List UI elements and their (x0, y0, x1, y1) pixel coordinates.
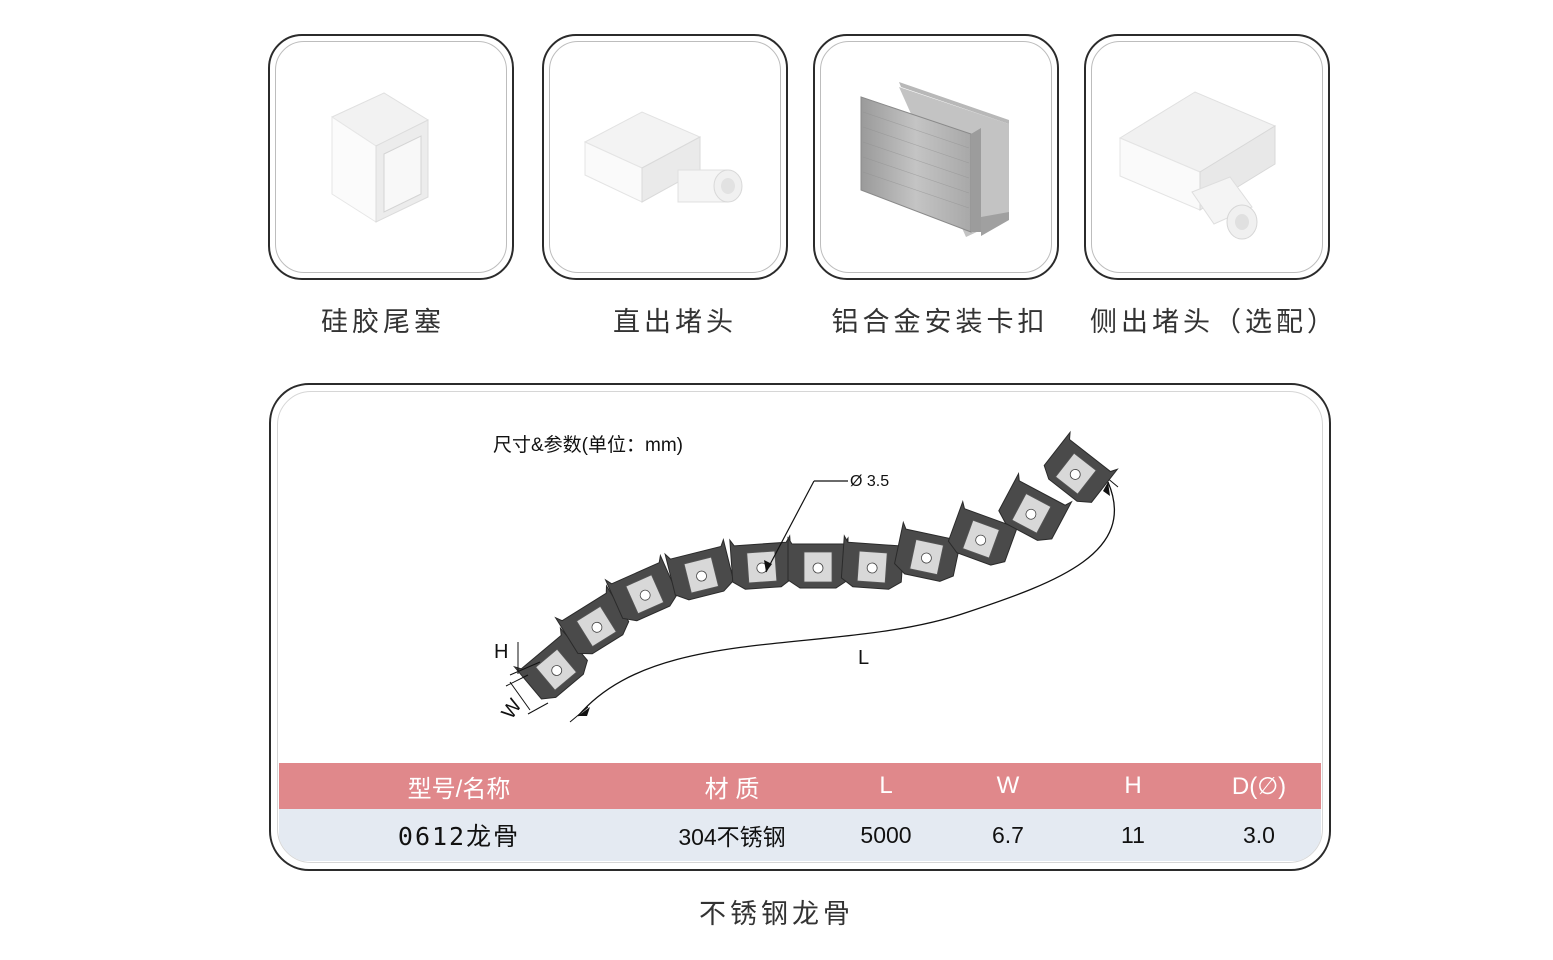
spec-table-header-row: 型号/名称 材 质 L W H D(∅) (279, 763, 1321, 809)
cell-model: 0612龙骨 (279, 809, 639, 861)
length-arrow-start (578, 707, 590, 716)
header-model: 型号/名称 (279, 763, 639, 809)
accessory-label-side-outlet-plug: 侧出堵头（选配） (1090, 307, 1338, 338)
accessory-label-aluminum-mounting-clip: 铝合金安装卡扣 (831, 307, 1049, 338)
keel-segments (513, 430, 1119, 700)
width-dimension-line (509, 681, 531, 711)
header-height: H (1069, 763, 1197, 809)
diameter-label: Ø 3.5 (850, 473, 889, 490)
spec-panel: 尺寸&参数(单位：mm) L Ø 3.5 H (269, 383, 1331, 871)
cell-diameter: 3.0 (1197, 809, 1321, 861)
aluminum-mounting-clip-icon (860, 82, 1009, 237)
dimensions-caption: 尺寸&参数(单位：mm) (493, 435, 683, 456)
header-width: W (947, 763, 1069, 809)
length-tick-start (569, 706, 589, 723)
header-diameter: D(∅) (1197, 763, 1321, 809)
silicone-end-cap-icon (330, 92, 430, 223)
height-label: H (494, 641, 508, 663)
accessory-label-straight-outlet-plug: 直出堵头 (613, 307, 737, 338)
length-dimension-line (577, 481, 1115, 717)
accessory-card-silicone-end-cap (268, 34, 514, 280)
table-row: 0612龙骨 304不锈钢 5000 6.7 11 3.0 (279, 809, 1321, 861)
header-material: 材 质 (639, 763, 825, 809)
accessory-card-aluminum-mounting-clip (813, 34, 1059, 280)
keel-segment (664, 537, 735, 601)
spec-table: 型号/名称 材 质 L W H D(∅) 0612龙骨 304不锈钢 5000 … (279, 763, 1321, 861)
keel-segment (513, 626, 588, 700)
header-length: L (825, 763, 947, 809)
accessory-label-silicone-end-cap: 硅胶尾塞 (321, 307, 445, 338)
keel-segment (1043, 430, 1119, 503)
diameter-leader-line (765, 480, 815, 573)
cell-height: 11 (1069, 809, 1197, 861)
accessory-card-side-outlet-plug (1084, 34, 1330, 280)
keel-segment (787, 536, 849, 589)
straight-outlet-plug-icon (583, 111, 743, 203)
cell-material: 304不锈钢 (639, 809, 825, 861)
cell-width: 6.7 (947, 809, 1069, 861)
cell-length: 5000 (825, 809, 947, 861)
keel-diagram: L Ø 3.5 H W (494, 430, 1119, 723)
keel-segment (998, 471, 1073, 541)
width-tick-bottom (527, 702, 549, 715)
accessory-card-straight-outlet-plug (542, 34, 788, 280)
length-label: L (858, 647, 869, 669)
diameter-arrow (764, 560, 772, 572)
keel-segment (947, 499, 1021, 566)
width-tick-top (505, 674, 529, 687)
keel-segment (554, 584, 630, 655)
keel-segment (729, 534, 794, 590)
keel-segment (604, 553, 679, 622)
spec-panel-inner: 尺寸&参数(单位：mm) L Ø 3.5 H (277, 391, 1323, 863)
product-title: 不锈钢龙骨 (699, 899, 854, 930)
height-tick (509, 661, 541, 676)
side-outlet-plug-icon (1118, 91, 1277, 240)
length-arrow-end (1103, 482, 1110, 496)
